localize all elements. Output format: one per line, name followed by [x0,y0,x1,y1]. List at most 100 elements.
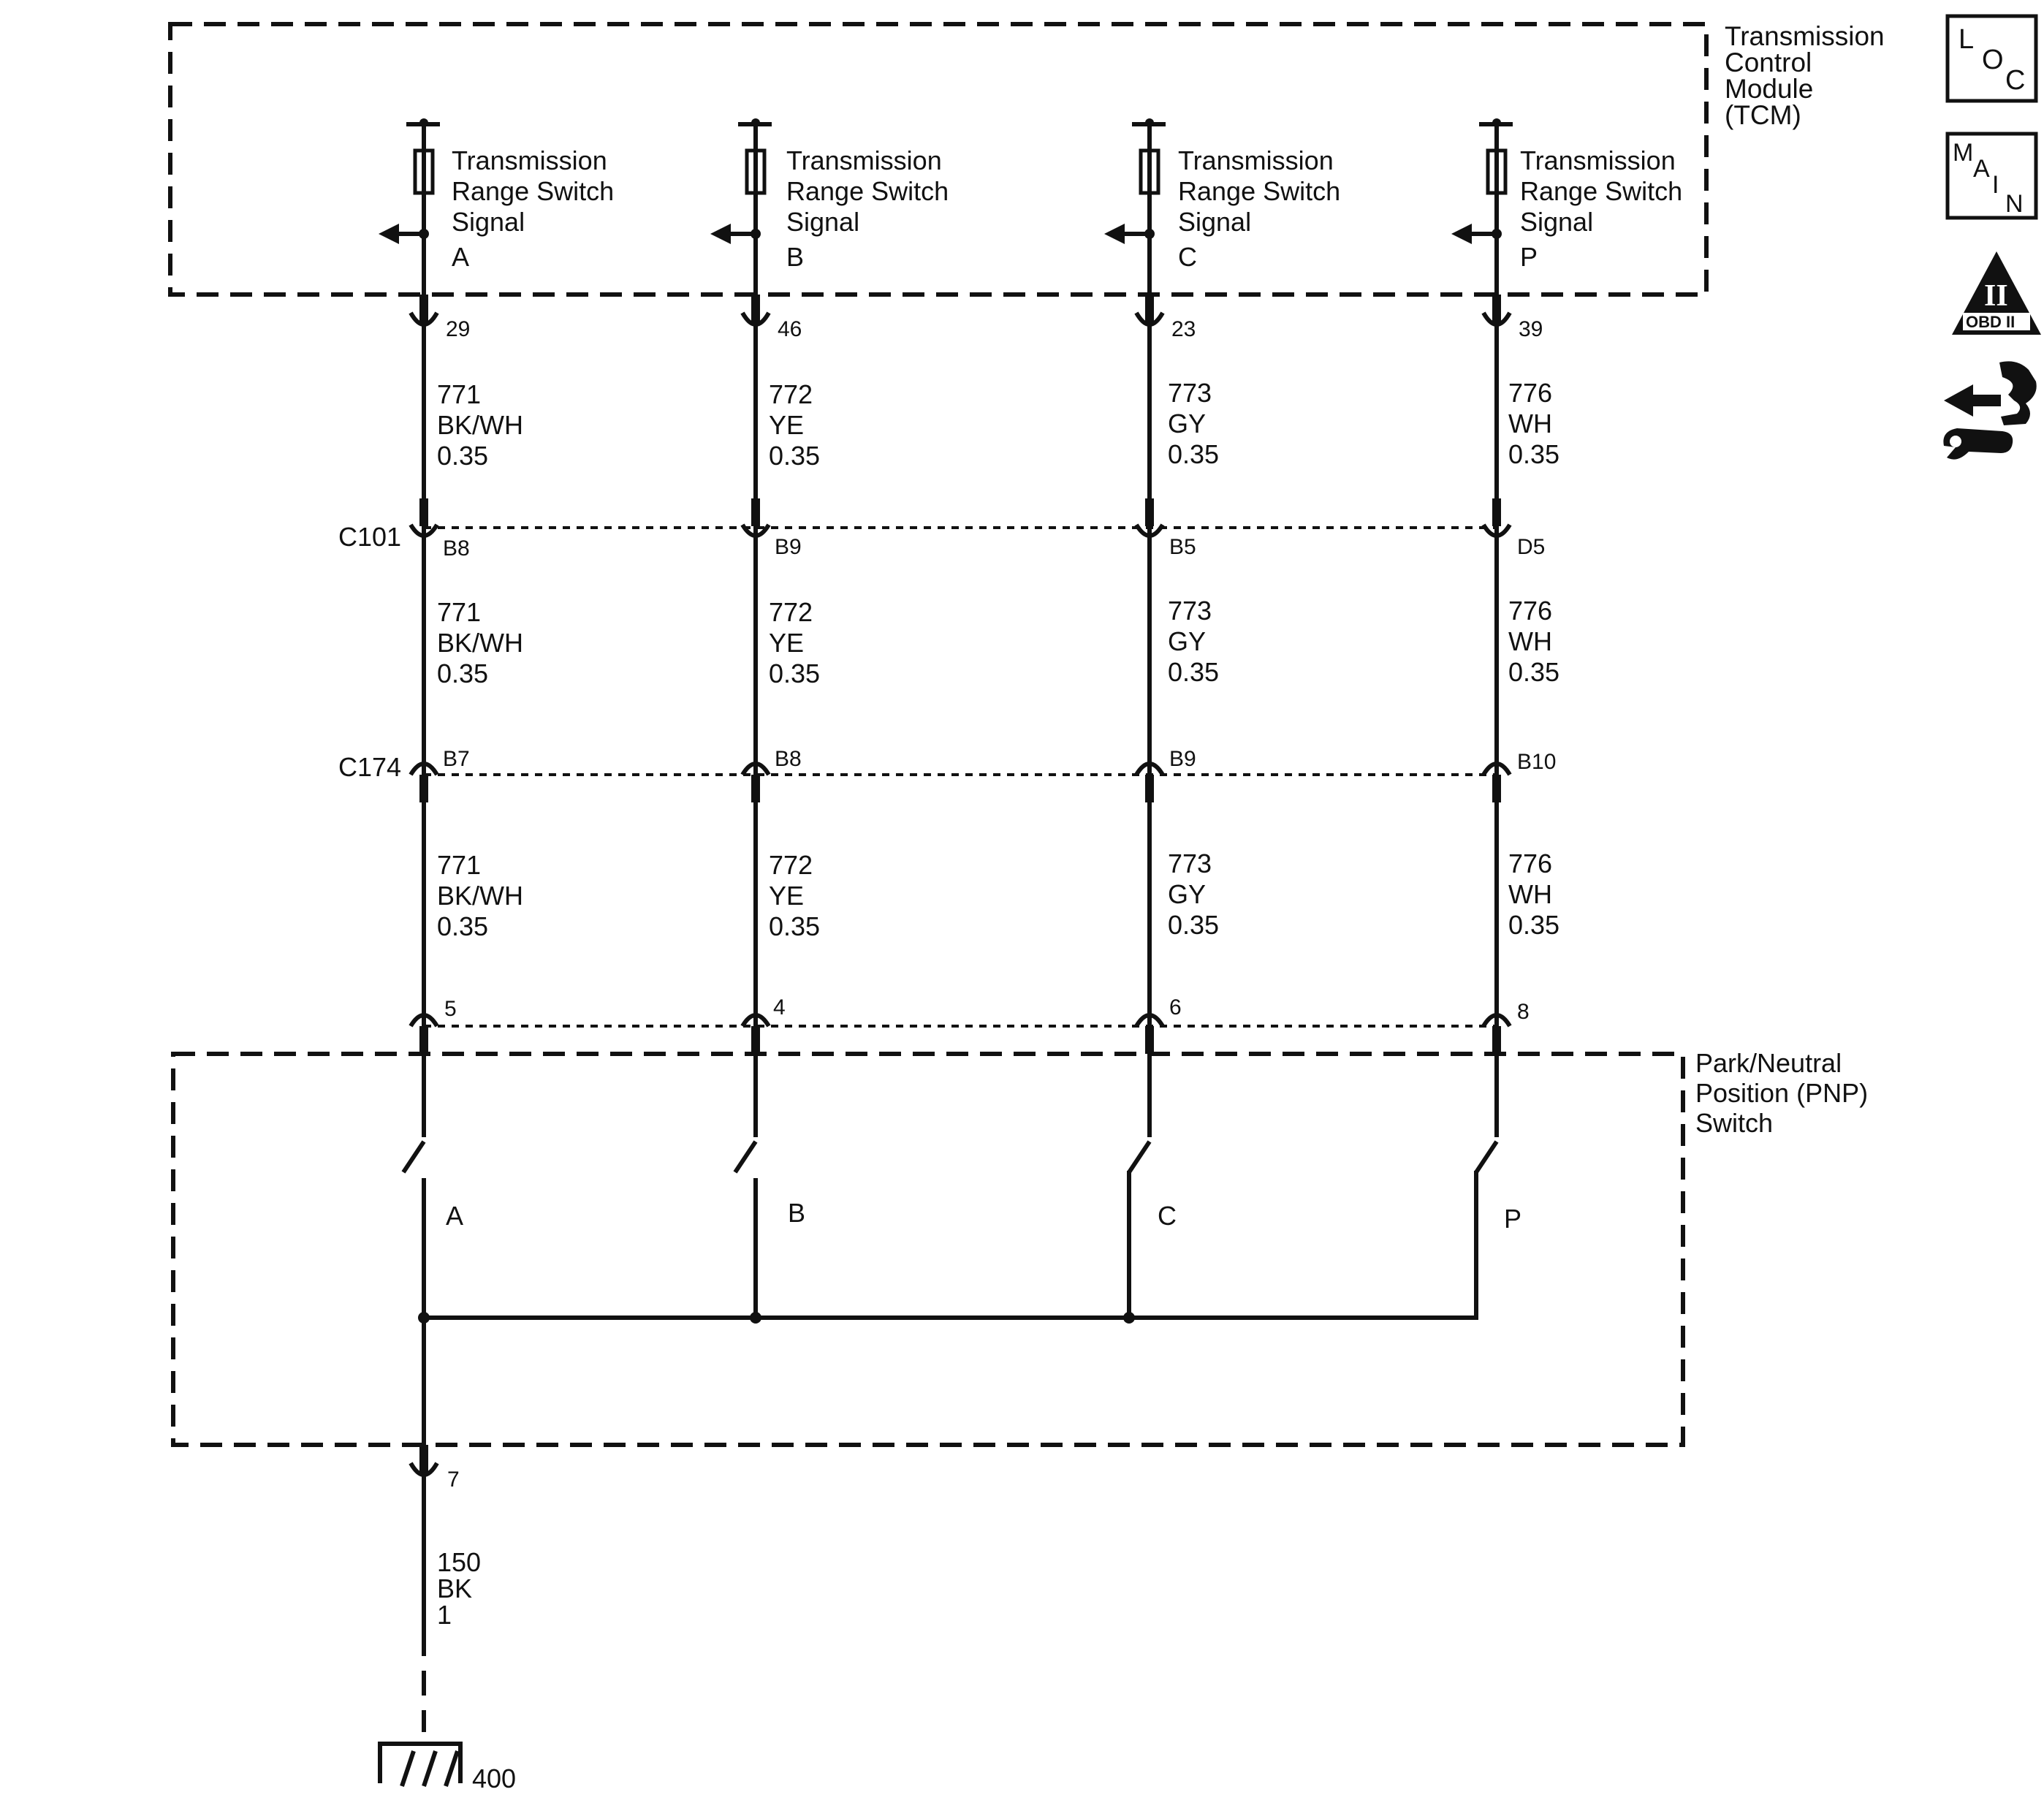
wrench-arrow-icon[interactable] [1943,361,2037,460]
wire-color: GY [1168,626,1206,656]
wire-gauge: 0.35 [1168,439,1219,469]
pnp-label-line-3: Switch [1695,1108,1773,1138]
wire-gauge: 0.35 [1168,657,1219,687]
tcm-label-line-2: Control [1725,48,1812,77]
wire-color: WH [1508,879,1552,909]
c101-pin: D5 [1517,535,1545,559]
svg-text:II: II [1984,279,2008,313]
wire-color: WH [1508,626,1552,656]
signal-text-line-2: Range Switch [1520,176,1682,206]
signal-letter: A [452,242,469,272]
c101-pin: B8 [443,536,470,561]
svg-text:A: A [1973,155,1990,183]
c174-pin: B8 [775,747,802,771]
signal-text-line-3: Signal [1520,207,1593,237]
wire-num: 771 [437,597,481,627]
signal-text-line-3: Signal [452,207,525,237]
wire-gauge: 0.35 [1168,910,1219,940]
svg-text:N: N [2005,190,2024,218]
wire-color: BK/WH [437,881,523,911]
circuit-p: Transmission Range Switch Signal P 39 77… [1451,118,1682,1234]
pnp-label-line-2: Position (PNP) [1695,1078,1868,1108]
wire-color: GY [1168,409,1206,438]
wire-gauge: 0.35 [769,911,820,941]
wire-color: BK/WH [437,410,523,440]
signal-text-line-3: Signal [1178,207,1251,237]
wire-num: 776 [1508,378,1552,408]
signal-text-line-1: Transmission [1178,145,1334,175]
pnp-pin: 6 [1169,995,1182,1020]
pnp-pin: 4 [773,995,786,1020]
main-icon[interactable]: M A I N [1945,132,2038,220]
wire-gauge: 0.35 [1508,657,1559,687]
pnp-pin: 5 [444,997,457,1021]
pnp-pin: 8 [1517,1000,1530,1024]
wire-gauge: 0.35 [769,658,820,688]
pnp-label: Park/Neutral Position (PNP) Switch [1695,1048,1868,1138]
wire-num: 772 [769,850,813,880]
pnp-switch-boundary [171,1052,1685,1447]
tcm-pin: 39 [1519,317,1543,341]
wire-color: BK/WH [437,628,523,658]
tcm-pin: 23 [1171,317,1196,341]
loc-icon[interactable]: L O C [1945,14,2038,103]
c174-label: C174 [338,752,401,782]
svg-text:OBD II: OBD II [1966,313,2015,331]
wire-color: YE [769,881,804,911]
wire-num: 776 [1508,596,1552,626]
obd-ii-icon[interactable]: II OBD II [1952,251,2041,335]
signal-letter: C [1178,242,1197,272]
wire-color: WH [1508,409,1552,438]
tcm-label-line-3: Module [1725,74,1813,104]
c174-pin: B9 [1169,747,1196,771]
svg-text:O: O [1982,45,2004,75]
signal-letter: B [786,242,804,272]
wire-num: 773 [1168,596,1212,626]
switch-contacts [401,1137,1499,1327]
ground-pin: 7 [447,1468,460,1492]
signal-text-line-2: Range Switch [786,176,949,206]
circuit-a: Transmission Range Switch Signal A 29 77… [379,118,614,1315]
svg-text:M: M [1953,139,1973,167]
tcm-boundary [168,22,1709,297]
tcm-label: Transmission Control Module (TCM) [1725,21,1885,130]
ground-wire-num: 150 [437,1547,481,1577]
wire-color: YE [769,410,804,440]
tcm-pin: 46 [778,317,802,341]
wire-num: 773 [1168,378,1212,408]
tcm-pin: 29 [446,317,470,341]
tcm-label-line-1: Transmission [1725,21,1885,51]
wire-gauge: 0.35 [437,911,488,941]
switch-letter: B [788,1198,805,1228]
svg-text:C: C [2005,65,2025,96]
c101-pin: B9 [775,535,802,559]
signal-text-line-2: Range Switch [452,176,614,206]
wire-color: GY [1168,879,1206,909]
signal-text-line-1: Transmission [1520,145,1676,175]
switch-letter: A [446,1201,463,1231]
c174-pin: B10 [1517,750,1556,774]
wire-color: YE [769,628,804,658]
wire-gauge: 0.35 [769,441,820,471]
wire-gauge: 0.35 [437,441,488,471]
switch-letter: P [1504,1204,1521,1234]
tcm-label-line-4: (TCM) [1725,100,1801,130]
circuit-b: Transmission Range Switch Signal B 46 77… [710,118,949,1315]
wire-gauge: 0.35 [1508,439,1559,469]
ground-id: 400 [472,1763,516,1793]
signal-text-line-1: Transmission [452,145,607,175]
switch-letter: C [1158,1201,1177,1231]
wire-num: 772 [769,379,813,409]
ground-wire-gauge: 1 [437,1600,452,1630]
c101-label: C101 [338,522,401,552]
wire-num: 773 [1168,848,1212,878]
wire-num: 776 [1508,848,1552,878]
c174-pin: B7 [443,747,470,771]
circuit-c: Transmission Range Switch Signal C 23 77… [1104,118,1340,1315]
wire-num: 772 [769,597,813,627]
signal-text-line-1: Transmission [786,145,942,175]
svg-text:I: I [1992,171,1999,199]
wire-num: 771 [437,850,481,880]
signal-letter: P [1520,242,1538,272]
